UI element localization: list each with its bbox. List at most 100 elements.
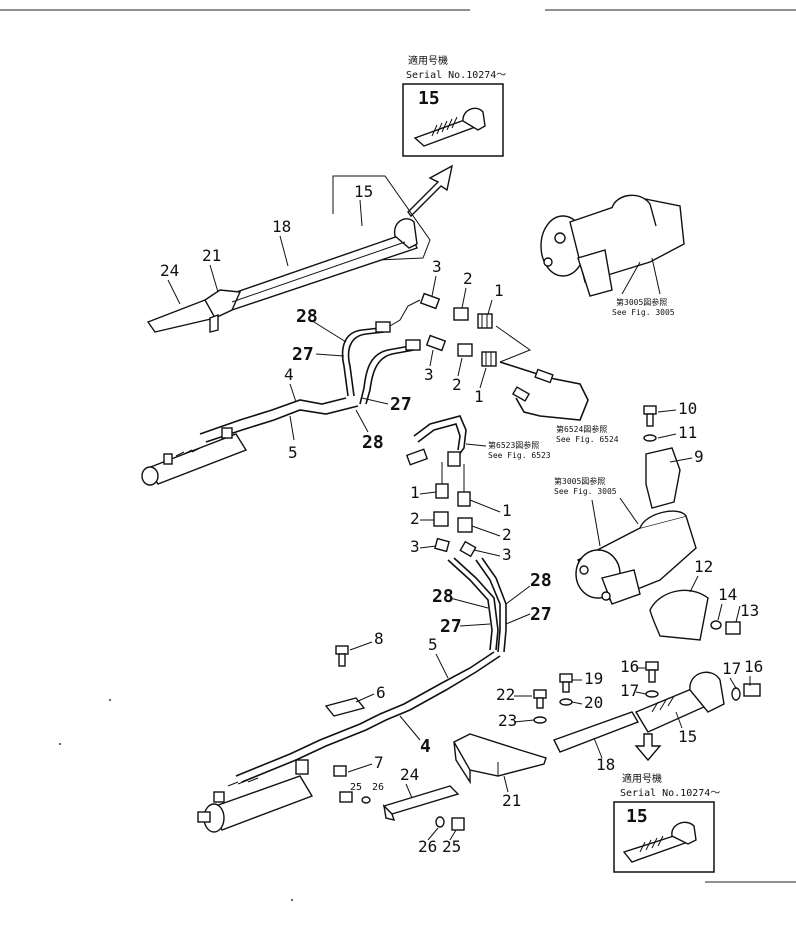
cover-12 — [649, 589, 709, 641]
guard-15-lower — [634, 671, 725, 733]
guard-inset-bottom — [622, 821, 697, 863]
serial-note-bottom-callout: 15 — [626, 806, 648, 827]
callout-1-c: 1 — [410, 483, 420, 502]
serial-note-top-callout: 15 — [418, 88, 440, 109]
callout-3-a: 3 — [432, 257, 442, 276]
ref-fig6524-en: See Fig. 6524 — [556, 435, 619, 444]
callout-2-b: 2 — [452, 375, 462, 394]
callout-24-b: 24 — [400, 765, 419, 784]
fittings-left-column — [433, 483, 450, 553]
callout-1-d: 1 — [502, 501, 512, 520]
clamp-6 — [324, 697, 366, 717]
cylinder-lower — [197, 759, 314, 833]
callout-21-top: 21 — [202, 246, 221, 265]
washer-14 — [710, 620, 722, 630]
fitting-3-upper — [419, 292, 441, 310]
callout-28-a: 28 — [296, 306, 318, 327]
callout-19: 19 — [584, 669, 603, 688]
pipe-5-upper — [205, 405, 359, 443]
callout-26-a: 26 — [372, 782, 384, 793]
callout-6: 6 — [376, 683, 386, 702]
bolt-16-a — [645, 661, 659, 683]
rail-18-lower — [553, 711, 640, 753]
callout-25-a: 25 — [350, 782, 362, 793]
callout-2-d: 2 — [502, 525, 512, 544]
callout-24-top: 24 — [160, 261, 179, 280]
callout-12: 12 — [694, 557, 713, 576]
callout-9: 9 — [694, 447, 704, 466]
callout-21-b: 21 — [502, 791, 521, 810]
bolt-8 — [335, 645, 349, 667]
fittings-right-column — [457, 491, 477, 558]
callout-11: 11 — [678, 423, 697, 442]
fitting-2-lower — [457, 343, 473, 357]
callout-4-b: 4 — [420, 736, 431, 757]
fitting-1-upper — [477, 313, 493, 329]
callout-28-b: 28 — [362, 432, 384, 453]
callout-17-a: 17 — [620, 681, 639, 700]
pipe-4-upper — [199, 397, 347, 435]
bracket-21-lower — [453, 733, 547, 785]
callout-26-b: 26 — [418, 837, 437, 856]
steering-housing-mid — [575, 510, 697, 605]
pipe-4-lower — [241, 655, 501, 783]
callout-17-b: 17 — [722, 659, 741, 678]
callout-16-b: 16 — [744, 657, 763, 676]
callout-14: 14 — [718, 585, 737, 604]
callout-8: 8 — [374, 629, 384, 648]
callout-10: 10 — [678, 399, 697, 418]
hose-28-mid — [447, 559, 493, 651]
callout-2-c: 2 — [410, 509, 420, 528]
callout-28-d: 28 — [530, 570, 552, 591]
callout-27-d: 27 — [530, 604, 552, 625]
callout-23: 23 — [498, 711, 517, 730]
serial-note-top-serial: Serial No.10274～ — [406, 70, 506, 81]
bolt-22 — [533, 689, 547, 709]
fitting-3-lower — [425, 334, 447, 352]
pipe-to-fig6524 — [499, 361, 589, 421]
ref-fig3005-mid-jp: 第3005図参照 — [554, 476, 605, 486]
washer-23 — [533, 716, 547, 724]
hose-27-upper — [359, 345, 411, 405]
washer-20 — [559, 698, 573, 706]
washer-17-b — [731, 687, 741, 701]
bolt-16-b — [743, 683, 761, 697]
guard-inset-top — [413, 107, 486, 147]
callout-2-a: 2 — [463, 269, 473, 288]
callout-27-a: 27 — [292, 344, 314, 365]
callout-3-d: 3 — [502, 545, 512, 564]
cover-9 — [645, 447, 681, 509]
pipe-to-fig6523 — [413, 415, 467, 457]
hose-27-mid — [475, 559, 501, 653]
callout-18-b: 18 — [596, 755, 615, 774]
callout-3-b: 3 — [424, 365, 434, 384]
callout-16-a: 16 — [620, 657, 639, 676]
serial-note-bottom-box — [613, 801, 715, 873]
callout-5-a: 5 — [288, 443, 298, 462]
callout-25-b: 25 — [442, 837, 461, 856]
serial-note-bottom-serial: Serial No.10274～ — [620, 788, 720, 799]
fitting-2-upper — [453, 307, 469, 321]
hose-28-upper — [341, 327, 381, 397]
callout-18-top: 18 — [272, 217, 291, 236]
fitting-1-lower — [481, 351, 497, 367]
callout-1-a: 1 — [494, 281, 504, 300]
callout-7: 7 — [374, 753, 384, 772]
callout-27-b: 27 — [390, 394, 412, 415]
serial-note-top-jp: 適用号機 — [408, 54, 448, 67]
ref-fig6523-jp: 第6523図参照 — [488, 440, 539, 450]
cylinder-upper — [141, 427, 248, 486]
callout-27-c: 27 — [440, 616, 462, 637]
arrow-to-bottom-note — [634, 733, 662, 762]
callout-20: 20 — [584, 693, 603, 712]
pipe-5-lower — [235, 651, 495, 777]
callout-15-b: 15 — [678, 727, 697, 746]
frame-rail-top — [146, 218, 418, 333]
arrow-to-top-note — [407, 164, 453, 218]
ref-fig3005-top-en: See Fig. 3005 — [612, 308, 675, 317]
serial-note-bottom-jp: 適用号機 — [622, 772, 662, 785]
callout-13: 13 — [740, 601, 759, 620]
callout-1-b: 1 — [474, 387, 484, 406]
callout-15-frame: 15 — [354, 182, 373, 201]
